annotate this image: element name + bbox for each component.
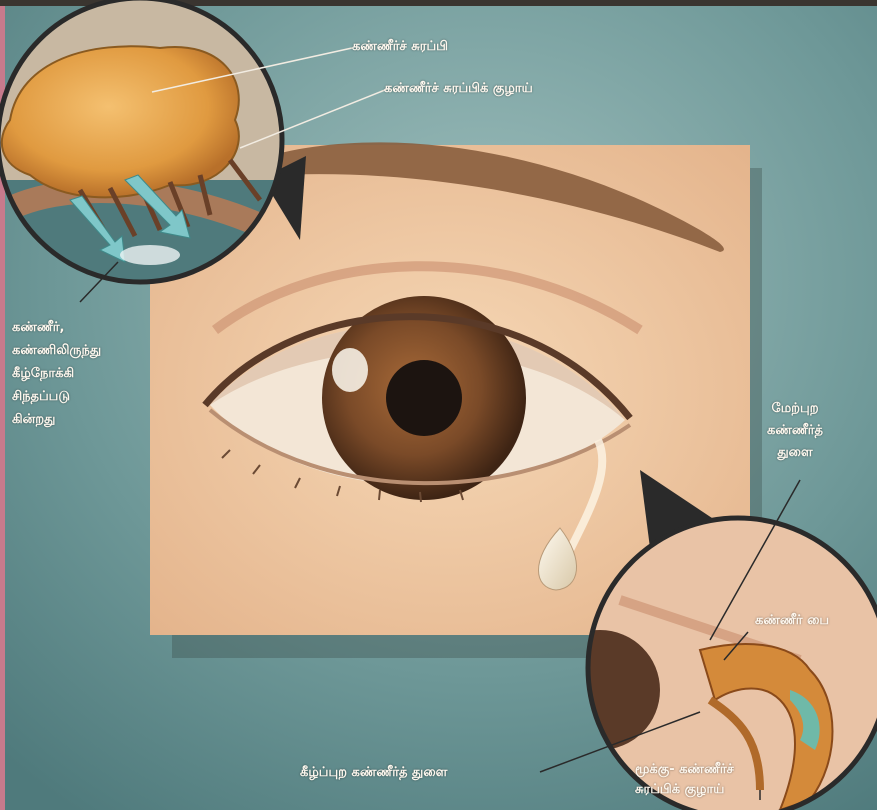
label-lower-punctum: கீழ்ப்புற கண்ணீர்த் துளை (300, 762, 447, 783)
label-lacrimal-gland: கண்ணீர்ச் சுரப்பி (352, 36, 448, 57)
label-nasolacrimal-duct-line-1: மூக்கு- கண்ணீர்ச் (635, 760, 734, 780)
label-upper-punctum-line-2: கண்ணீர்த் (767, 420, 823, 442)
label-tears-flow-line-4: சிந்தப்படு (12, 385, 101, 408)
label-tears-flow-line-2: கண்ணிலிருந்து (12, 339, 101, 362)
label-tears-flow-line-1: கண்ணீர், (12, 316, 101, 339)
label-tears-flow-line-5: கின்றது (12, 408, 101, 431)
pupil (386, 360, 462, 436)
label-lacrimal-gland-duct: கண்ணீர்ச் சுரப்பிக் குழாய் (384, 78, 533, 99)
inset-tear (120, 245, 180, 265)
label-tears-flow-line-3: கீழ்நோக்கி (12, 362, 101, 385)
iris-highlight (332, 348, 368, 392)
label-upper-punctum: மேற்புற கண்ணீர்த் துளை (767, 398, 823, 464)
label-nasolacrimal-duct: மூக்கு- கண்ணீர்ச் சுரப்பிக் குழாய் (635, 760, 734, 800)
label-tears-flow: கண்ணீர், கண்ணிலிருந்து கீழ்நோக்கி சிந்தப… (12, 316, 101, 431)
label-nasolacrimal-duct-line-2: சுரப்பிக் குழாய் (635, 780, 734, 800)
label-lacrimal-sac: கண்ணீர் பை (755, 610, 829, 631)
label-upper-punctum-line-3: துளை (767, 442, 823, 464)
label-upper-punctum-line-1: மேற்புற (767, 398, 823, 420)
